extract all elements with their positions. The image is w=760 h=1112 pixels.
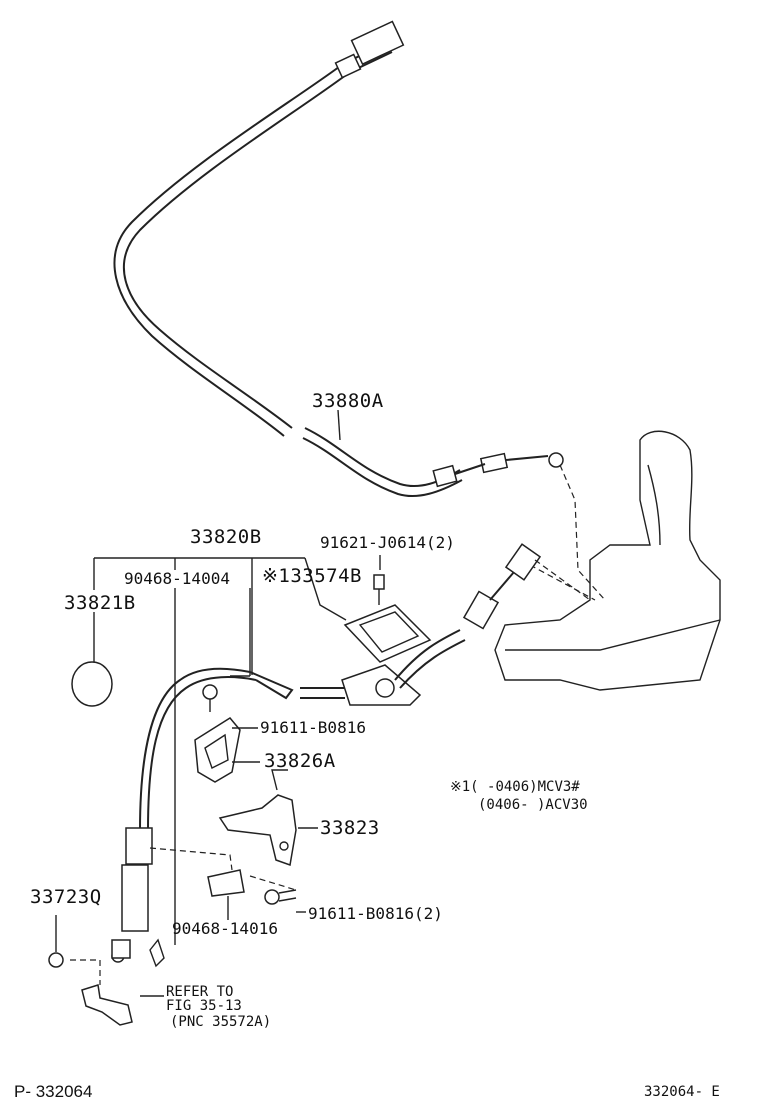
label-91621-J0614: 91621-J0614(2) <box>320 533 455 552</box>
shift-lever-assembly <box>494 430 721 691</box>
refer-line2: FIG 35-13 <box>166 998 242 1014</box>
leader-lines <box>70 409 381 997</box>
bolt-part <box>264 889 297 905</box>
label-33820B: 33820B <box>190 526 262 548</box>
footer-left-code: P- 332064 <box>14 1082 93 1101</box>
upper-control-cable <box>113 20 564 498</box>
label-90468-14016: 90468-14016 <box>172 919 278 938</box>
model-note-line2: (0406- )ACV30 <box>478 797 588 813</box>
label-33821B: 33821B <box>64 592 136 614</box>
nut-part <box>48 915 64 968</box>
label-33826A: 33826A <box>264 750 336 772</box>
footer-right-code: 332064- E <box>644 1084 720 1100</box>
label-90468-14004: 90468-14004 <box>124 569 230 588</box>
label-33723Q: 33723Q <box>30 886 102 908</box>
retainer-plate <box>343 574 432 663</box>
refer-line3: (PNC 35572A) <box>170 1014 272 1030</box>
small-pin <box>149 938 165 968</box>
label-91611-B0816: 91611-B0816 <box>260 718 366 737</box>
bracket-part <box>194 684 241 783</box>
lower-shift-cable <box>111 543 591 963</box>
label-33880A: 33880A <box>312 390 384 412</box>
cover-part <box>71 661 113 707</box>
clip-part <box>207 869 245 897</box>
model-note-line1: ※1( -0406)MCV3# <box>450 779 580 795</box>
plate-part <box>218 769 297 867</box>
label-91611-B0816-2: 91611-B0816(2) <box>308 904 443 923</box>
refer-line1: REFER TO <box>166 984 234 1000</box>
label-133574B: ※133574B <box>262 565 362 587</box>
label-33823: 33823 <box>320 817 380 839</box>
refer-bracket <box>81 984 133 1026</box>
